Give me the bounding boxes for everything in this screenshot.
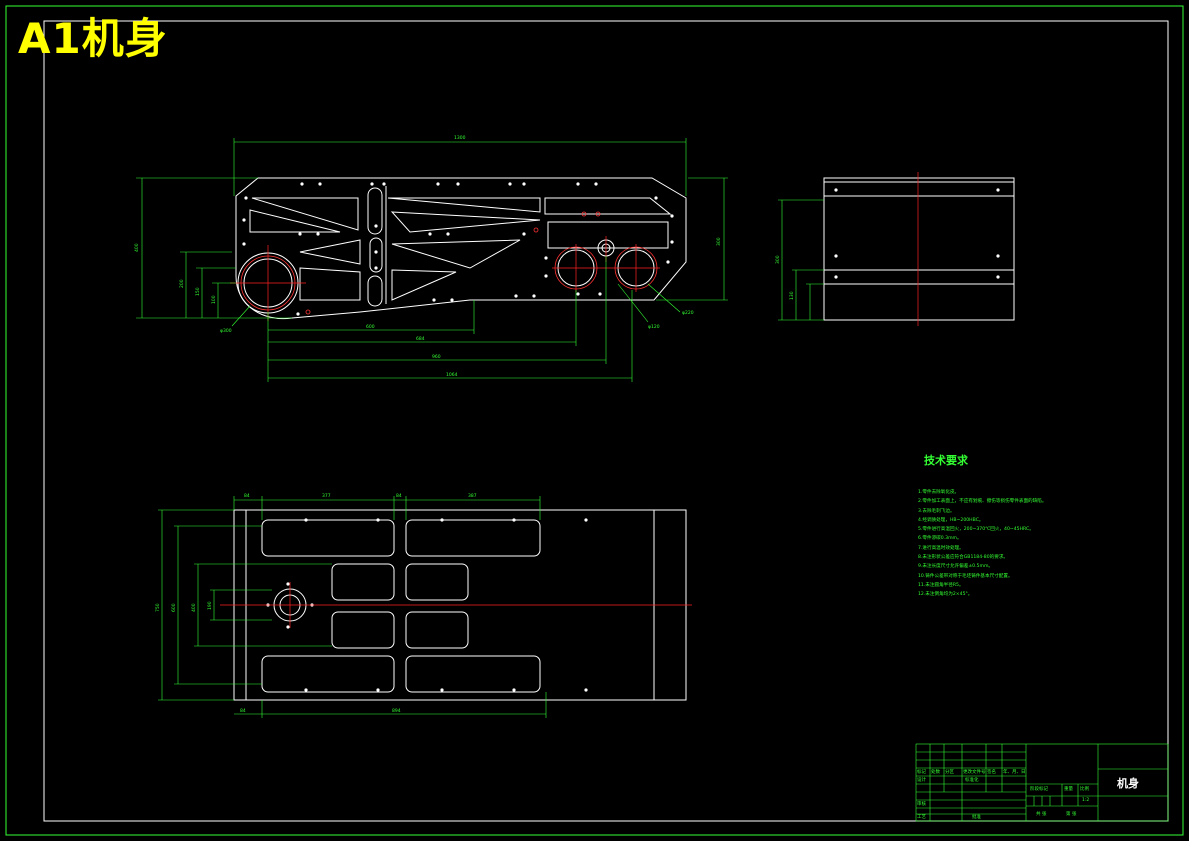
dim-plan-bottom-a: 84 <box>240 708 246 714</box>
side-view <box>823 177 1015 321</box>
tech-requirements-heading: 技术要求 <box>924 454 968 467</box>
drawing-title: A1机身 <box>18 14 168 63</box>
dim-plan-h1: 750 <box>155 603 161 612</box>
front-view-dimension-text: 1300 400 200 150 100 300 600 684 960 106… <box>134 135 722 378</box>
dim-plan-w4: 387 <box>468 493 477 499</box>
dim-side-small: 130 <box>789 291 795 300</box>
tech-item: 7.进行高温时效处理。 <box>918 545 964 551</box>
plan-view-dimensions <box>158 496 547 718</box>
side-view-holes <box>834 188 1000 279</box>
tb-review: 审核 <box>917 802 926 807</box>
dim-plan-w1: 84 <box>244 493 250 499</box>
tb-weight: 重量 <box>1064 787 1073 792</box>
tech-item: 3.去除毛刺飞边。 <box>918 508 955 514</box>
title-block-part-name: 机身 <box>1117 777 1139 790</box>
dim-plan-bottom-b: 894 <box>392 708 401 714</box>
plan-view-centerlines <box>220 582 692 628</box>
tech-item: 6.零件渗碳0.3mm。 <box>918 536 962 542</box>
front-view-dimensions <box>136 138 728 382</box>
dim-side-height: 300 <box>775 255 781 264</box>
tech-item: 2.零件加工表面上，不应有划痕、擦伤等损伤零件表面的缺陷。 <box>918 499 1047 505</box>
title-block <box>915 743 1169 822</box>
dim-dia-left: φ300 <box>220 328 232 334</box>
side-outline <box>823 177 1015 321</box>
tb-design: 设计 <box>917 778 926 783</box>
dim-left-height: 400 <box>134 243 140 252</box>
inner-frame <box>43 20 1169 822</box>
front-outline <box>235 177 687 320</box>
tb-approve: 批准 <box>972 815 981 820</box>
dim-bottom-1: 600 <box>366 324 375 330</box>
tb-zone: 分区 <box>945 770 954 775</box>
dim-dia-right-1: φ120 <box>648 324 660 330</box>
dim-left-smaller: 100 <box>211 295 217 304</box>
dim-top-overall: 1300 <box>454 135 466 141</box>
dim-bottom-4: 1064 <box>446 372 458 378</box>
dim-plan-h2: 600 <box>171 603 177 612</box>
tech-item: 12.未注倒角均为2×45°。 <box>918 592 973 598</box>
tb-change-doc: 更改文件号 <box>963 770 986 775</box>
dim-plan-h3: 400 <box>191 603 197 612</box>
tb-standardize: 标准化 <box>965 778 979 783</box>
tb-scale-label: 比例 <box>1080 787 1089 792</box>
dim-bottom-2: 684 <box>416 336 425 342</box>
dim-plan-w2: 377 <box>322 493 331 499</box>
dim-left-small: 150 <box>195 287 201 296</box>
dim-plan-h4: 190 <box>207 601 213 610</box>
dim-left-mid: 200 <box>179 279 185 288</box>
tb-process: 工艺 <box>917 815 926 820</box>
front-view-red-holes <box>240 211 658 315</box>
dim-plan-w3: 84 <box>396 493 402 499</box>
tb-mark: 标记 <box>917 770 926 775</box>
side-view-dimensions <box>778 199 824 321</box>
outer-frame <box>5 5 1184 836</box>
tech-item: 9.未注长度尺寸允许偏差±0.5mm。 <box>918 564 994 570</box>
tech-requirements-list: 1.零件去除氧化皮。 2.零件加工表面上，不应有划痕、擦伤等损伤零件表面的缺陷。… <box>918 488 1046 600</box>
tb-scale-value: 1:2 <box>1082 798 1090 803</box>
tech-item: 8.未注形状公差应符合GB1184-80的要求。 <box>918 555 1009 561</box>
tech-item: 11.未注圆角半径R5。 <box>918 582 964 588</box>
tb-sign: 签名 <box>987 770 996 775</box>
tb-count: 处数 <box>931 770 940 775</box>
tech-item: 5.零件进行高温回火，200~370℃回火，40~45HRC。 <box>918 527 1034 533</box>
tb-sheet-total: 共 张 <box>1036 812 1047 817</box>
plan-view-holes <box>266 518 588 692</box>
tb-sheet-no: 第 张 <box>1066 812 1077 817</box>
dim-dia-right-2: φ220 <box>682 310 694 316</box>
plan-view-dimension-text: 84 377 84 387 84 894 750 600 400 190 <box>155 493 477 714</box>
front-view <box>235 177 687 320</box>
dim-bottom-3: 960 <box>432 354 441 360</box>
tech-item: 10.铸件公差带对称于毛坯铸件基本尺寸配置。 <box>918 573 1013 579</box>
front-view-holes <box>242 182 674 316</box>
dim-right-height: 300 <box>716 237 722 246</box>
tech-item: 1.零件去除氧化皮。 <box>918 490 960 495</box>
tech-item: 4.经调质处理，HB~200HBC。 <box>918 517 984 523</box>
tb-date: 年、月、日 <box>1003 770 1026 775</box>
tb-stage-mark: 阶段标记 <box>1030 787 1048 792</box>
